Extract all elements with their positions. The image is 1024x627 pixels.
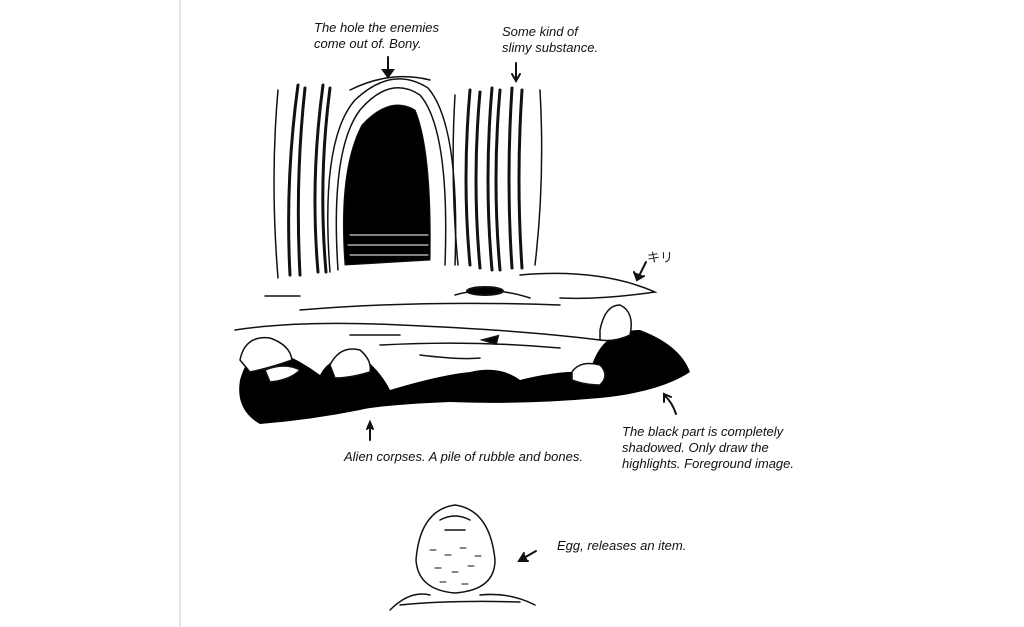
- cave-ribs: [287, 83, 524, 277]
- annotation-hole: The hole the enemies come out of. Bony.: [314, 20, 439, 52]
- handwritten-fog-note: キリ: [647, 251, 674, 266]
- annotation-egg: Egg, releases an item.: [557, 538, 686, 554]
- arrow-egg: [517, 550, 537, 562]
- annotation-line: come out of. Bony.: [314, 36, 422, 51]
- annotation-line: highlights. Foreground image.: [622, 456, 794, 471]
- annotation-line: Egg, releases an item.: [557, 538, 687, 553]
- arrow-slime: [511, 62, 521, 84]
- page-edge-line: [179, 0, 181, 627]
- annotation-shadow: The black part is completely shadowed. O…: [622, 424, 794, 472]
- annotation-slime: Some kind of slimy substance.: [502, 24, 598, 56]
- annotation-line: Some kind of: [502, 24, 578, 39]
- arrow-corpses: [366, 419, 374, 441]
- annotation-corpses: Alien corpses. A pile of rubble and bone…: [344, 449, 583, 465]
- arrow-shadow: [663, 392, 677, 415]
- cave-floor: [234, 272, 658, 360]
- annotation-line: Alien corpses. A pile of rubble and bone…: [344, 449, 583, 464]
- annotation-line: slimy substance.: [502, 40, 599, 55]
- annotation-line: shadowed. Only draw the: [622, 440, 769, 455]
- arrow-hole: [381, 56, 395, 79]
- alien-skulls: [239, 304, 632, 386]
- annotation-line: The black part is completely: [622, 424, 784, 439]
- annotation-line: The hole the enemies: [314, 20, 440, 35]
- enemy-hole: [342, 104, 431, 266]
- foreground-shadow: [239, 330, 690, 424]
- arrow-fog: [633, 261, 647, 282]
- cave-arch: [273, 75, 543, 279]
- egg-item: [389, 504, 536, 611]
